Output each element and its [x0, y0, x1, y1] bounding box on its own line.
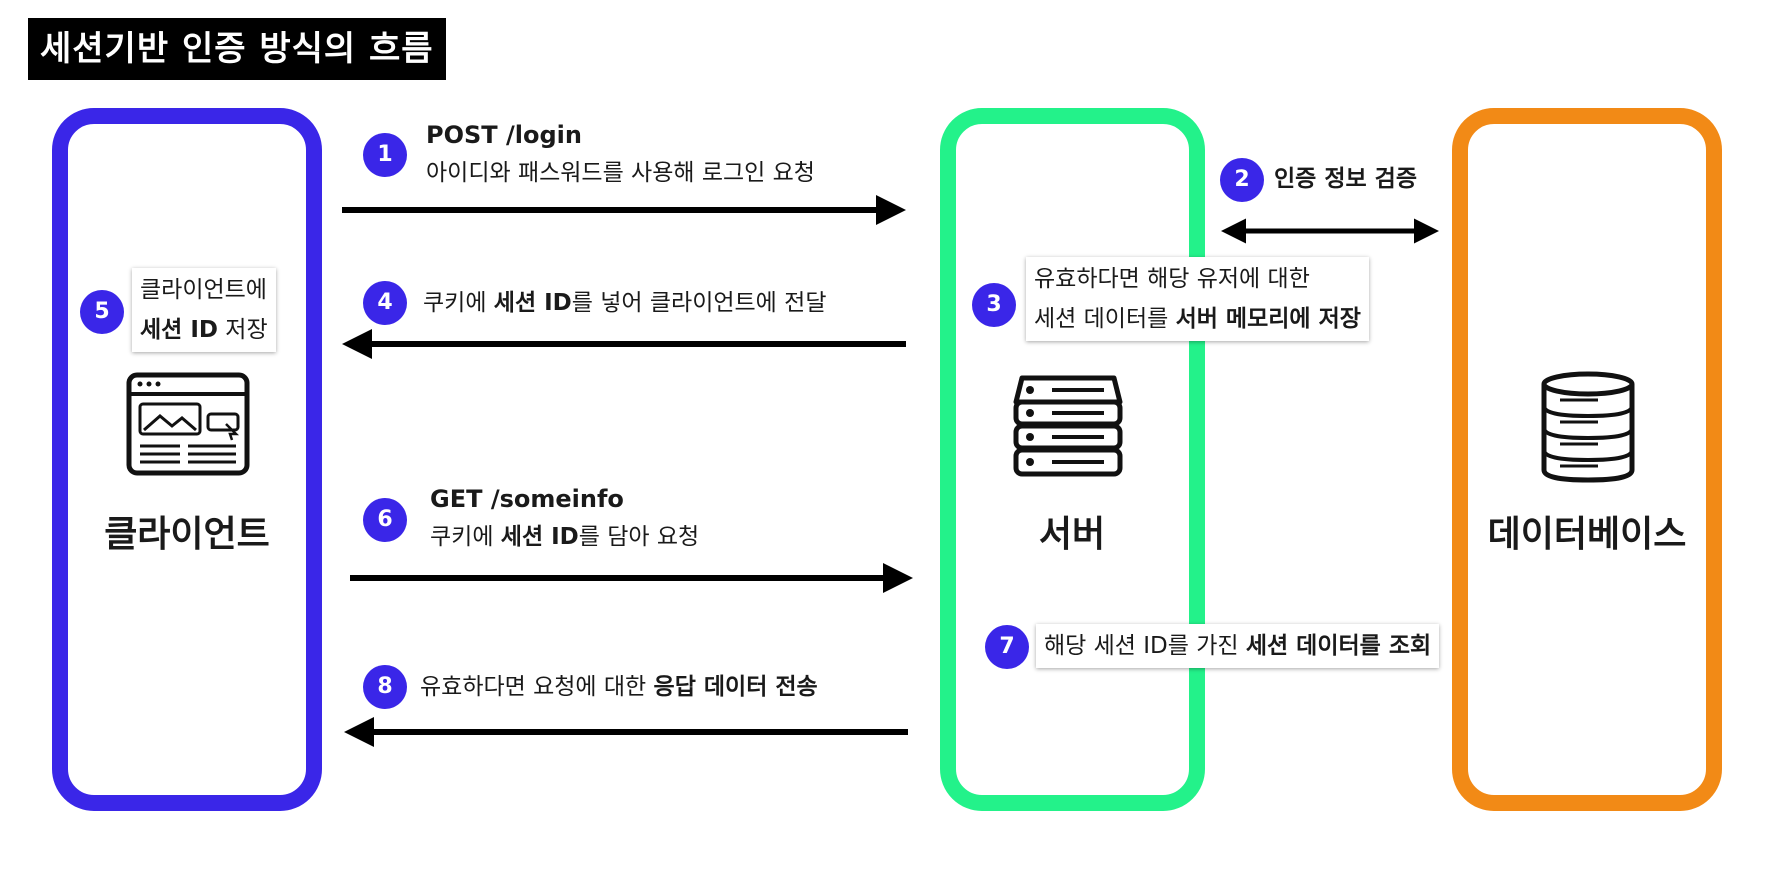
- step-6-text: GET /someinfo 쿠키에 세션 ID를 담아 요청: [430, 480, 699, 556]
- server-label: 서버: [1038, 514, 1106, 555]
- step-5-line1: 클라이언트에: [140, 277, 267, 303]
- step-3-card: 유효하다면 해당 유저에 대한 세션 데이터를 서버 메모리에 저장: [1026, 257, 1369, 341]
- step-4-badge: 4: [363, 281, 407, 325]
- step-2-badge: 2: [1220, 158, 1264, 202]
- step-8-text: 유효하다면 요청에 대한 응답 데이터 전송: [420, 674, 818, 700]
- step-3-line2: 세션 데이터를 서버 메모리에 저장: [1034, 306, 1361, 332]
- database-box: [1452, 108, 1722, 811]
- step-3-badge: 3: [972, 283, 1016, 327]
- step-1-badge: 1: [363, 133, 407, 177]
- browser-window-icon: [126, 372, 250, 476]
- step-6-desc: 쿠키에 세션 ID를 담아 요청: [430, 524, 700, 550]
- server-icon: [1013, 375, 1123, 477]
- step-5-line2: 세션 ID 저장: [140, 317, 268, 343]
- step-1-desc: 아이디와 패스워드를 사용해 로그인 요청: [426, 160, 815, 186]
- step-6-method: GET /someinfo: [430, 485, 624, 513]
- database-icon: [1541, 371, 1635, 483]
- page-title: 세션기반 인증 방식의 흐름: [28, 18, 446, 80]
- client-box: [52, 108, 322, 811]
- step-8-badge: 8: [363, 665, 407, 709]
- step-1-text: POST /login 아이디와 패스워드를 사용해 로그인 요청: [426, 116, 815, 192]
- step-3-line1: 유효하다면 해당 유저에 대한: [1034, 266, 1310, 292]
- step-7-badge: 7: [985, 625, 1029, 669]
- step-5-card: 클라이언트에 세션 ID 저장: [132, 268, 276, 352]
- step-6-badge: 6: [363, 498, 407, 542]
- step-5-badge: 5: [80, 290, 124, 334]
- step-2-text: 인증 정보 검증: [1274, 166, 1417, 192]
- database-label: 데이터베이스: [1487, 514, 1687, 555]
- step-1-method: POST /login: [426, 121, 582, 149]
- client-label: 클라이언트: [104, 514, 270, 555]
- step-7-card: 해당 세션 ID를 가진 세션 데이터를 조회: [1036, 624, 1440, 668]
- step-4-text: 쿠키에 세션 ID를 넣어 클라이언트에 전달: [423, 290, 827, 316]
